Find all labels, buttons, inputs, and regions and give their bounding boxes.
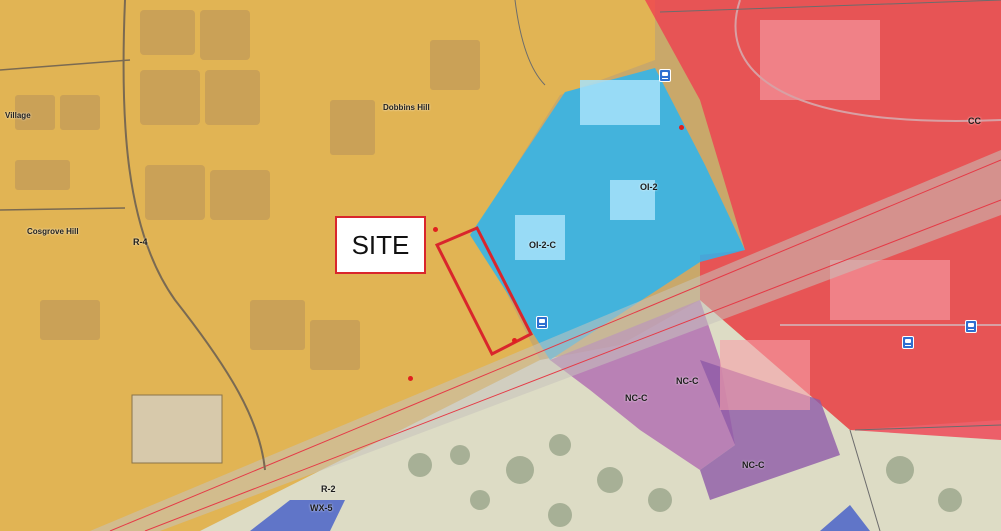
- zone-label-r2: R-2: [321, 484, 336, 494]
- site-outline[interactable]: [434, 226, 534, 357]
- office-building-center: [610, 180, 655, 220]
- location-pin[interactable]: [433, 227, 438, 232]
- zone-commercial: [645, 0, 1001, 440]
- tree-clusters: [408, 434, 962, 527]
- building-footprints: [15, 10, 480, 370]
- zone-label-ncc-2: NC-C: [625, 393, 648, 403]
- zone-label-cc: CC: [968, 116, 981, 126]
- bus-icon[interactable]: [902, 336, 914, 349]
- highway-lines: [109, 159, 1001, 531]
- road-commercial: [734, 0, 1001, 122]
- office-building: [131, 394, 223, 464]
- bus-icon[interactable]: [965, 320, 977, 333]
- location-pin[interactable]: [679, 125, 684, 130]
- zone-label-ncc-1: NC-C: [676, 376, 699, 386]
- zone-label-oi2: OI-2: [640, 182, 658, 192]
- site-callout: SITE: [335, 216, 426, 274]
- zone-boundaries: [514, 0, 1001, 531]
- place-label-cosgrove-hill: Cosgrove Hill: [27, 227, 79, 236]
- place-label-dobbins-hill: Dobbins Hill: [383, 103, 430, 112]
- place-label-village: Village: [5, 111, 31, 120]
- parking-lot-north: [760, 20, 880, 100]
- zone-mixed-use-2: [820, 505, 870, 531]
- location-pin[interactable]: [408, 376, 413, 381]
- parking-lot-south: [720, 340, 810, 410]
- zone-label-oi2c: OI-2-C: [529, 240, 556, 250]
- office-building-north: [580, 80, 660, 125]
- zone-mixed-use: [250, 500, 345, 531]
- zone-open-land: [200, 300, 1001, 531]
- zone-label-ncc-3: NC-C: [742, 460, 765, 470]
- bus-icon[interactable]: [659, 69, 671, 82]
- highway: [90, 150, 1001, 531]
- road-village: [0, 59, 131, 71]
- road-cosgrove: [0, 207, 126, 211]
- zone-label-r4: R-4: [133, 237, 148, 247]
- zone-office: [470, 68, 745, 360]
- location-pin[interactable]: [512, 338, 517, 343]
- zone-label-wx5: WX-5: [310, 503, 333, 513]
- bus-icon[interactable]: [536, 316, 548, 329]
- road-west: [122, 0, 266, 471]
- office-building-west: [515, 215, 565, 260]
